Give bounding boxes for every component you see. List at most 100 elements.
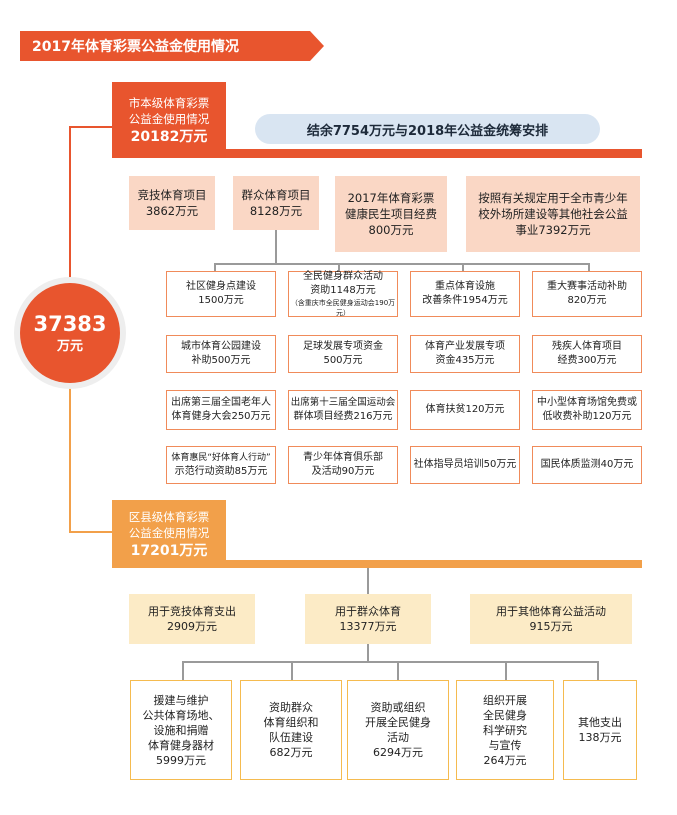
city-item-city-sports-park: 城市体育公园建设 补助500万元 (166, 335, 276, 373)
connector-drop (397, 661, 399, 680)
item-line: 社区健身点建设 (186, 281, 256, 292)
connector-trunk-lower (69, 380, 71, 532)
connector-drop (462, 263, 464, 271)
city-item-disabled-sports: 残疾人体育项目 经费300万元 (532, 335, 642, 373)
title-banner: 2017年体育彩票公益金使用情况 (20, 31, 324, 61)
city-amount: 20182万元 (130, 129, 208, 145)
item-amount: 资助1148万元 (310, 285, 376, 296)
item-line: 残疾人体育项目 (552, 341, 622, 352)
city-category-mass-sports: 群众体育项目 8128万元 (233, 176, 319, 230)
county-category-amount: 2909万元 (167, 620, 217, 633)
item-line: 资助群众 (269, 701, 313, 714)
item-amount: 1500万元 (198, 295, 244, 306)
item-amount: 改善条件1954万元 (422, 295, 508, 306)
city-category-amount: 事业7392万元 (515, 223, 591, 237)
county-item-research-promotion: 组织开展 全民健身 科学研究 与宣传 264万元 (456, 680, 554, 780)
item-line: 体育组织和 (263, 716, 319, 729)
connector-trunk-upper (69, 126, 71, 286)
item-line: 足球发展专项资金 (303, 341, 383, 352)
connector-mass-vertical (275, 230, 277, 264)
connector-drop (338, 263, 340, 271)
item-line: 体育产业发展专项 (425, 341, 505, 352)
connector-county-horizontal (182, 661, 598, 663)
city-label-line2: 公益金使用情况 (128, 112, 210, 126)
connector-drop (505, 661, 507, 680)
item-line: 资助或组织 (370, 701, 426, 714)
item-amount: 示范行动资助85万元 (174, 466, 268, 477)
city-category-line: 按照有关规定用于全市青少年 (478, 191, 628, 205)
item-line: 重大赛事活动补助 (547, 281, 627, 292)
item-line: 其他支出 (578, 716, 622, 729)
city-category-amount: 3862万元 (145, 204, 199, 218)
item-line: 社体指导员培训50万元 (413, 459, 517, 470)
connector-drop (214, 263, 216, 271)
item-amount: 及活动90万元 (311, 466, 375, 477)
county-category-line: 用于其他体育公益活动 (496, 605, 606, 618)
city-item-football-fund: 足球发展专项资金 500万元 (288, 335, 398, 373)
county-item-sports-organizations: 资助群众 体育组织和 队伍建设 682万元 (240, 680, 342, 780)
connector-to-city (69, 126, 113, 128)
county-header: 区县级体育彩票 公益金使用情况 17201万元 (112, 500, 226, 568)
surplus-text: 结余7754万元与2018年公益金统筹安排 (306, 123, 549, 139)
item-amount: 补助500万元 (191, 355, 251, 366)
item-amount: 5999万元 (156, 753, 206, 767)
city-item-sports-industry: 体育产业发展专项 资金435万元 (410, 335, 520, 373)
county-category-line: 用于竞技体育支出 (148, 605, 236, 618)
county-category-amount: 13377万元 (339, 620, 397, 633)
county-category-competitive: 用于竞技体育支出 2909万元 (129, 594, 255, 644)
city-category-line: 校外场所建设等其他社会公益 (478, 207, 628, 221)
city-item-sports-benefit-action: 体育惠民“好体育人行动” 示范行动资助85万元 (166, 446, 276, 484)
connector-county-vertical (367, 644, 369, 662)
county-section-bar (112, 560, 642, 568)
city-category-line: 群众体育项目 (241, 188, 311, 202)
total-value: 37383 (33, 311, 107, 336)
city-header: 市本级体育彩票 公益金使用情况 20182万元 (112, 82, 226, 158)
connector-drop (182, 661, 184, 680)
city-label-line1: 市本级体育彩票 (128, 96, 210, 110)
item-line: 活动 (387, 731, 409, 744)
item-line: 科学研究 (483, 723, 527, 737)
item-amount: 682万元 (269, 746, 313, 759)
county-item-other-expenses: 其他支出 138万元 (563, 680, 637, 780)
county-category-line: 用于群众体育 (335, 605, 401, 618)
connector-to-county (69, 531, 113, 533)
city-item-national-games: 出席第十三届全国运动会 群体项目经费216万元 (288, 390, 398, 430)
item-line: 国民体质监测40万元 (540, 459, 634, 470)
total-unit: 万元 (56, 338, 83, 354)
item-amount: 264万元 (483, 753, 527, 767)
item-line: 出席第三届全国老年人 (171, 397, 271, 408)
city-item-venue-subsidy: 中小型体育场馆免费或 低收费补助120万元 (532, 390, 642, 430)
item-amount: 500万元 (323, 355, 363, 366)
connector-drop (597, 661, 599, 680)
item-amount: 群体项目经费216万元 (293, 411, 393, 422)
connector-drop (588, 263, 590, 271)
item-line: 重点体育设施 (435, 281, 495, 292)
item-amount: 低收费补助120万元 (542, 411, 632, 422)
connector-mass-horizontal (214, 263, 589, 265)
item-note: （含重庆市全民健身运动会190万元） (290, 299, 396, 317)
city-category-amount: 800万元 (368, 223, 414, 237)
item-line: 队伍建设 (269, 731, 313, 744)
city-item-fitness-monitoring: 国民体质监测40万元 (532, 446, 642, 484)
item-line: 体育健身器材 (148, 738, 214, 752)
item-amount: 资金435万元 (435, 355, 495, 366)
county-item-fitness-activities: 资助或组织 开展全民健身 活动 6294万元 (347, 680, 449, 780)
city-category-amount: 8128万元 (249, 204, 303, 218)
item-line: 出席第十三届全国运动会 (290, 397, 396, 408)
item-amount: 体育健身大会250万元 (171, 411, 271, 422)
item-line: 城市体育公园建设 (181, 341, 261, 352)
item-line: 中小型体育场馆免费或 (537, 397, 637, 408)
item-line: 青少年体育俱乐部 (303, 452, 383, 463)
city-category-line: 2017年体育彩票 (347, 191, 435, 205)
page-title: 2017年体育彩票公益金使用情况 (32, 39, 239, 55)
city-item-key-facilities: 重点体育设施 改善条件1954万元 (410, 271, 520, 317)
item-line: 组织开展 (483, 693, 527, 707)
city-item-youth-clubs: 青少年体育俱乐部 及活动90万元 (288, 446, 398, 484)
city-item-mass-activities: 全民健身群众活动 资助1148万元 （含重庆市全民健身运动会190万元） (288, 271, 398, 317)
county-category-mass-sports: 用于群众体育 13377万元 (305, 594, 431, 644)
city-section-bar (112, 149, 642, 158)
item-line: 设施和捐赠 (153, 723, 209, 737)
item-line: 体育惠民“好体育人行动” (171, 453, 271, 463)
item-amount: 820万元 (567, 295, 607, 306)
county-label-line2: 公益金使用情况 (128, 526, 210, 540)
